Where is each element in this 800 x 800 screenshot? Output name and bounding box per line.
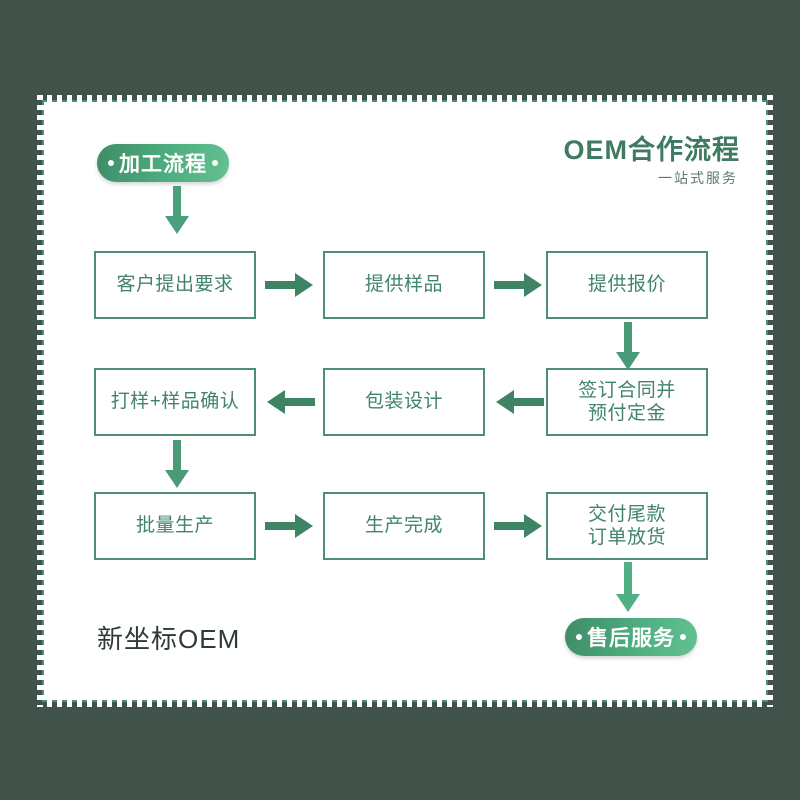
- flow-node: 客户提出要求: [94, 251, 256, 319]
- stamp-edge-top: [37, 95, 773, 101]
- card-border-top: [42, 100, 768, 102]
- pill-dot-left-icon: [576, 634, 582, 640]
- flow-node: 打样+样品确认: [94, 368, 256, 436]
- flow-node: 包装设计: [323, 368, 485, 436]
- flow-node: 提供报价: [546, 251, 708, 319]
- arrow-left-icon: [265, 389, 315, 415]
- stamp-edge-left: [37, 95, 43, 707]
- card-border-bottom: [42, 700, 768, 702]
- card-border-right: [766, 100, 768, 702]
- page-title: OEM合作流程: [563, 135, 740, 165]
- arrow-down-icon: [164, 186, 190, 236]
- pill-dot-right-icon: [680, 634, 686, 640]
- flow-node: 生产完成: [323, 492, 485, 560]
- arrow-down-icon: [164, 440, 190, 490]
- pill-end-label: 售后服务: [587, 627, 675, 650]
- pill-dot-left-icon: [108, 160, 114, 166]
- flow-node: 交付尾款 订单放货: [546, 492, 708, 560]
- pill-process-end: 售后服务: [565, 618, 697, 656]
- arrow-right-icon: [265, 272, 315, 298]
- page-subtitle: 一站式服务: [658, 170, 738, 186]
- flow-node: 批量生产: [94, 492, 256, 560]
- stamp-edge-right: [767, 95, 773, 707]
- pill-start-label: 加工流程: [119, 153, 207, 176]
- arrow-right-icon: [265, 513, 315, 539]
- flow-node: 提供样品: [323, 251, 485, 319]
- arrow-right-icon: [494, 513, 544, 539]
- stamp-edge-bottom: [37, 701, 773, 707]
- arrow-right-icon: [494, 272, 544, 298]
- flowchart-card: OEM合作流程 一站式服务 加工流程 客户提出要求 提供样品 提供报价 打样+样…: [37, 95, 773, 707]
- card-border-left: [42, 100, 44, 702]
- arrow-down-icon: [615, 322, 641, 372]
- arrow-left-icon: [494, 389, 544, 415]
- arrow-down-icon: [615, 562, 641, 614]
- pill-dot-right-icon: [212, 160, 218, 166]
- pill-process-start: 加工流程: [97, 144, 229, 182]
- flow-node: 签订合同并 预付定金: [546, 368, 708, 436]
- brand-label: 新坐标OEM: [97, 624, 241, 654]
